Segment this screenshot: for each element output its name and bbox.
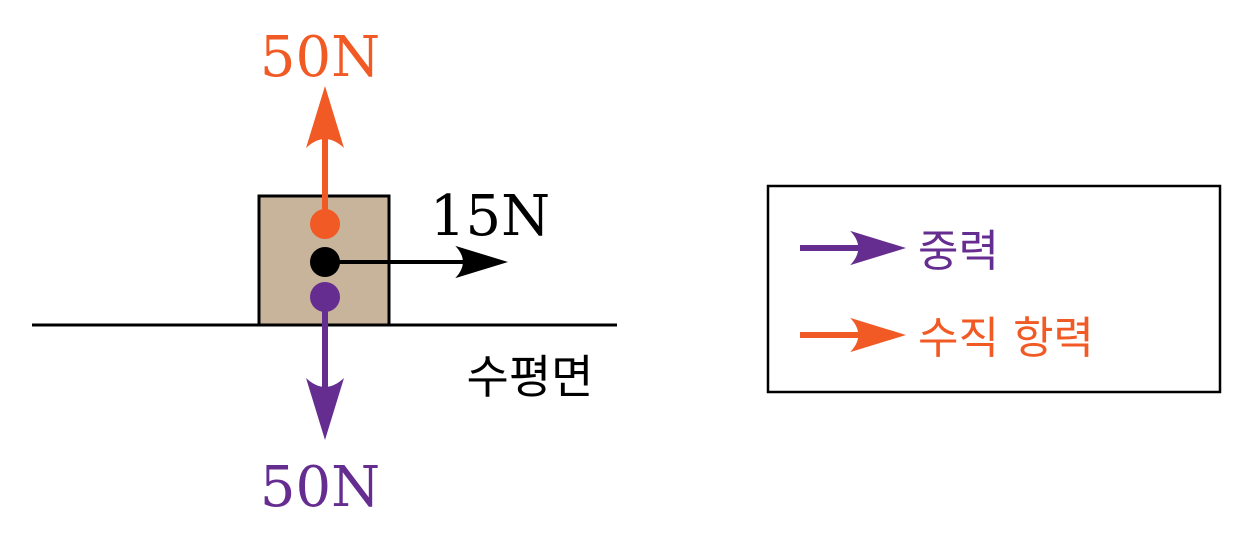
legend-gravity-arrow-icon <box>800 230 906 266</box>
applied-force-arrow <box>310 245 508 279</box>
legend-gravity-label: 중력 <box>918 226 999 277</box>
legend-box <box>766 184 1222 394</box>
legend-normal-arrow-icon <box>800 317 906 353</box>
applied-force-label: 15N <box>430 184 550 249</box>
normal-force-arrow <box>306 86 344 239</box>
surface-label: 수평면 <box>467 350 594 404</box>
gravity-force-arrow <box>306 282 344 440</box>
legend: 중력 수직 항력 <box>766 184 1222 394</box>
legend-normal-label: 수직 항력 <box>918 313 1094 364</box>
gravity-force-label: 50N <box>260 455 380 520</box>
normal-force-label: 50N <box>260 25 380 90</box>
